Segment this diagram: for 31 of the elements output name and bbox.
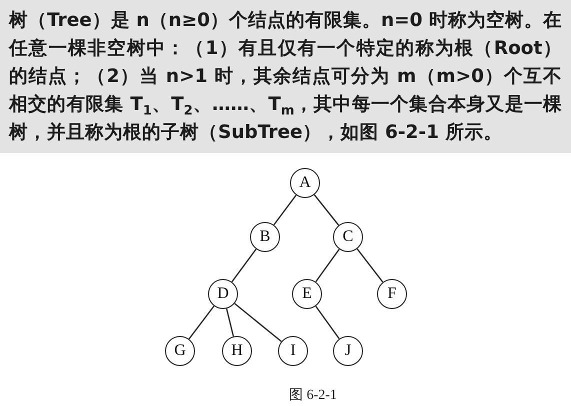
tree-edge (226, 308, 234, 337)
node-letter: F (388, 286, 396, 302)
tree-node-circle (333, 222, 363, 252)
node-letter: C (342, 229, 354, 245)
tree-node-circle (333, 336, 363, 366)
tree-node-circle (278, 336, 308, 366)
tree-node-circle (208, 279, 238, 309)
definition-paragraph: 树（Tree）是 n（n≥0）个结点的有限集。n=0 时称为空树。在任意一棵非空树中：（1）有且仅有一个特定的称为根（Root）的结点；（2）当 n>1 时，其余结点可分为 m（m>0）个互不相交的有限集 T$_{1}$、T$_{2}$、……、T$_{m}$，其中每一个集合本身又是一棵树，并且称为根的子树（SubTree），如图 6-2-1 所示。 (9, 9, 562, 145)
node-letter: J (344, 343, 352, 359)
tree-edge (234, 303, 282, 342)
node-letter: H (231, 343, 243, 359)
tree-node-circle (377, 279, 407, 309)
node-letter: E (302, 286, 312, 302)
node-letter: D (217, 286, 229, 302)
figure-caption: 图 6-2-1 (289, 388, 337, 404)
node-letter: B (260, 229, 270, 245)
tree-edge (231, 248, 257, 282)
tree-edge (273, 194, 297, 226)
tree-edge (356, 248, 384, 282)
tree-edge (315, 306, 340, 340)
node-letter: G (174, 343, 186, 359)
node-letter: A (299, 175, 311, 191)
tree-edge (188, 306, 215, 340)
tree-edge (314, 194, 340, 226)
tree-node-circle (290, 168, 320, 198)
tree-node-circle (292, 279, 322, 309)
node-letter: I (290, 343, 296, 359)
tree-node-circle (165, 336, 195, 366)
tree-node-circle (250, 222, 280, 252)
tree-node-circle (222, 336, 252, 366)
tree-edge (315, 248, 340, 282)
